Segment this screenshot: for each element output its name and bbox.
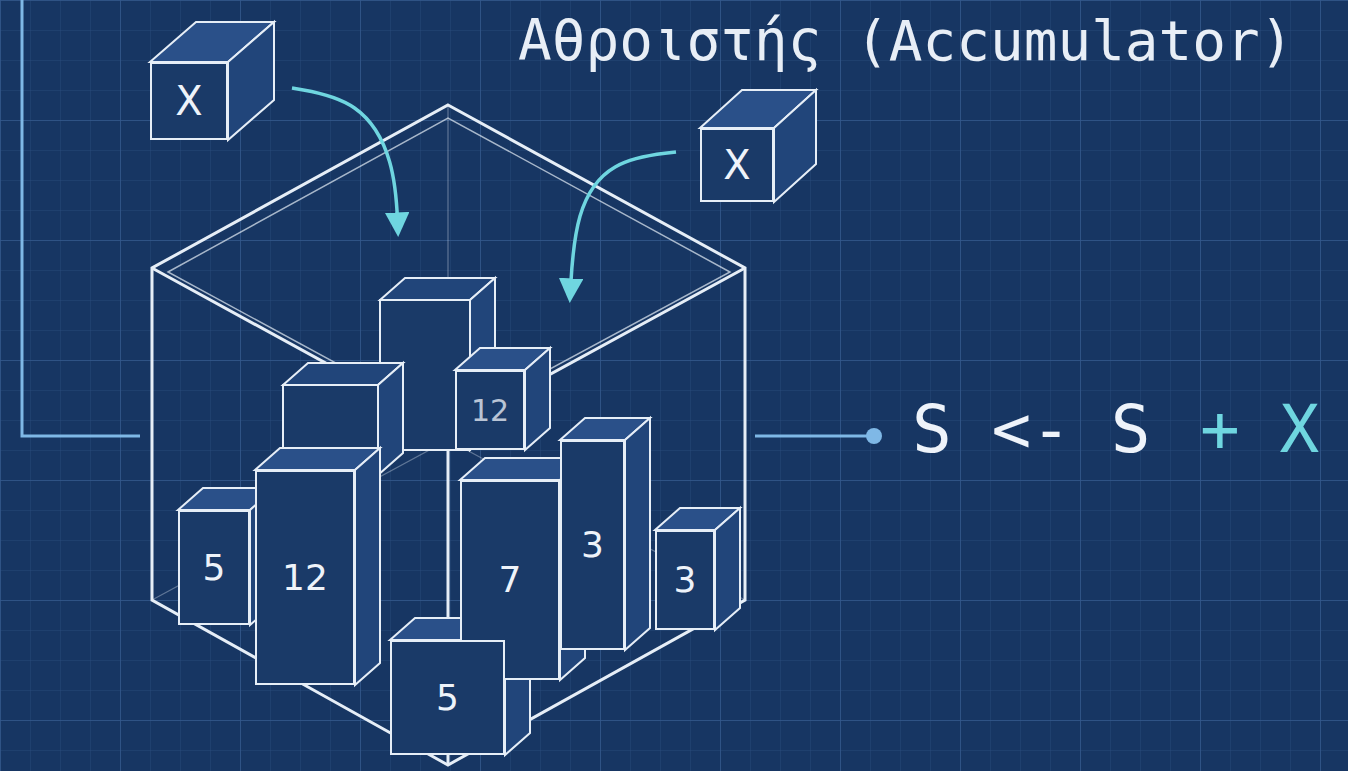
- variable-name: X: [723, 143, 750, 187]
- accumulator-cube: [152, 105, 745, 765]
- input-cube: X: [700, 128, 774, 202]
- block-face: [378, 363, 403, 475]
- block-value: 3: [674, 560, 697, 600]
- block-value: 3: [581, 525, 604, 565]
- block-face: [228, 22, 274, 140]
- title: Αθροιστής (Accumulator): [518, 10, 1293, 72]
- block-face: [355, 448, 380, 685]
- insert-arrow: [292, 88, 398, 232]
- wire-dot: [866, 428, 882, 444]
- input-wire: [22, 0, 140, 436]
- output-wire: [755, 435, 872, 438]
- stored-block: 12: [255, 470, 355, 685]
- block-value: 7: [499, 560, 522, 600]
- variable-name: X: [175, 79, 202, 123]
- stored-block: 3: [655, 530, 715, 630]
- block-face: [715, 508, 740, 630]
- block-value: 12: [282, 558, 328, 598]
- stored-block: 3: [560, 440, 625, 650]
- formula-term: + X: [1200, 394, 1319, 467]
- input-cube: X: [150, 62, 228, 140]
- stored-block: 5: [178, 510, 250, 625]
- block-value: 12: [471, 394, 509, 427]
- block-value: 5: [203, 548, 226, 588]
- insert-arrow: [570, 152, 676, 298]
- block-face: [525, 348, 550, 450]
- block-face: [774, 90, 816, 202]
- stored-block: 5: [390, 640, 505, 755]
- formula: S <- S: [912, 394, 1150, 467]
- block-value: 5: [436, 678, 459, 718]
- stored-block: 12: [455, 370, 525, 450]
- block-face: [625, 418, 650, 650]
